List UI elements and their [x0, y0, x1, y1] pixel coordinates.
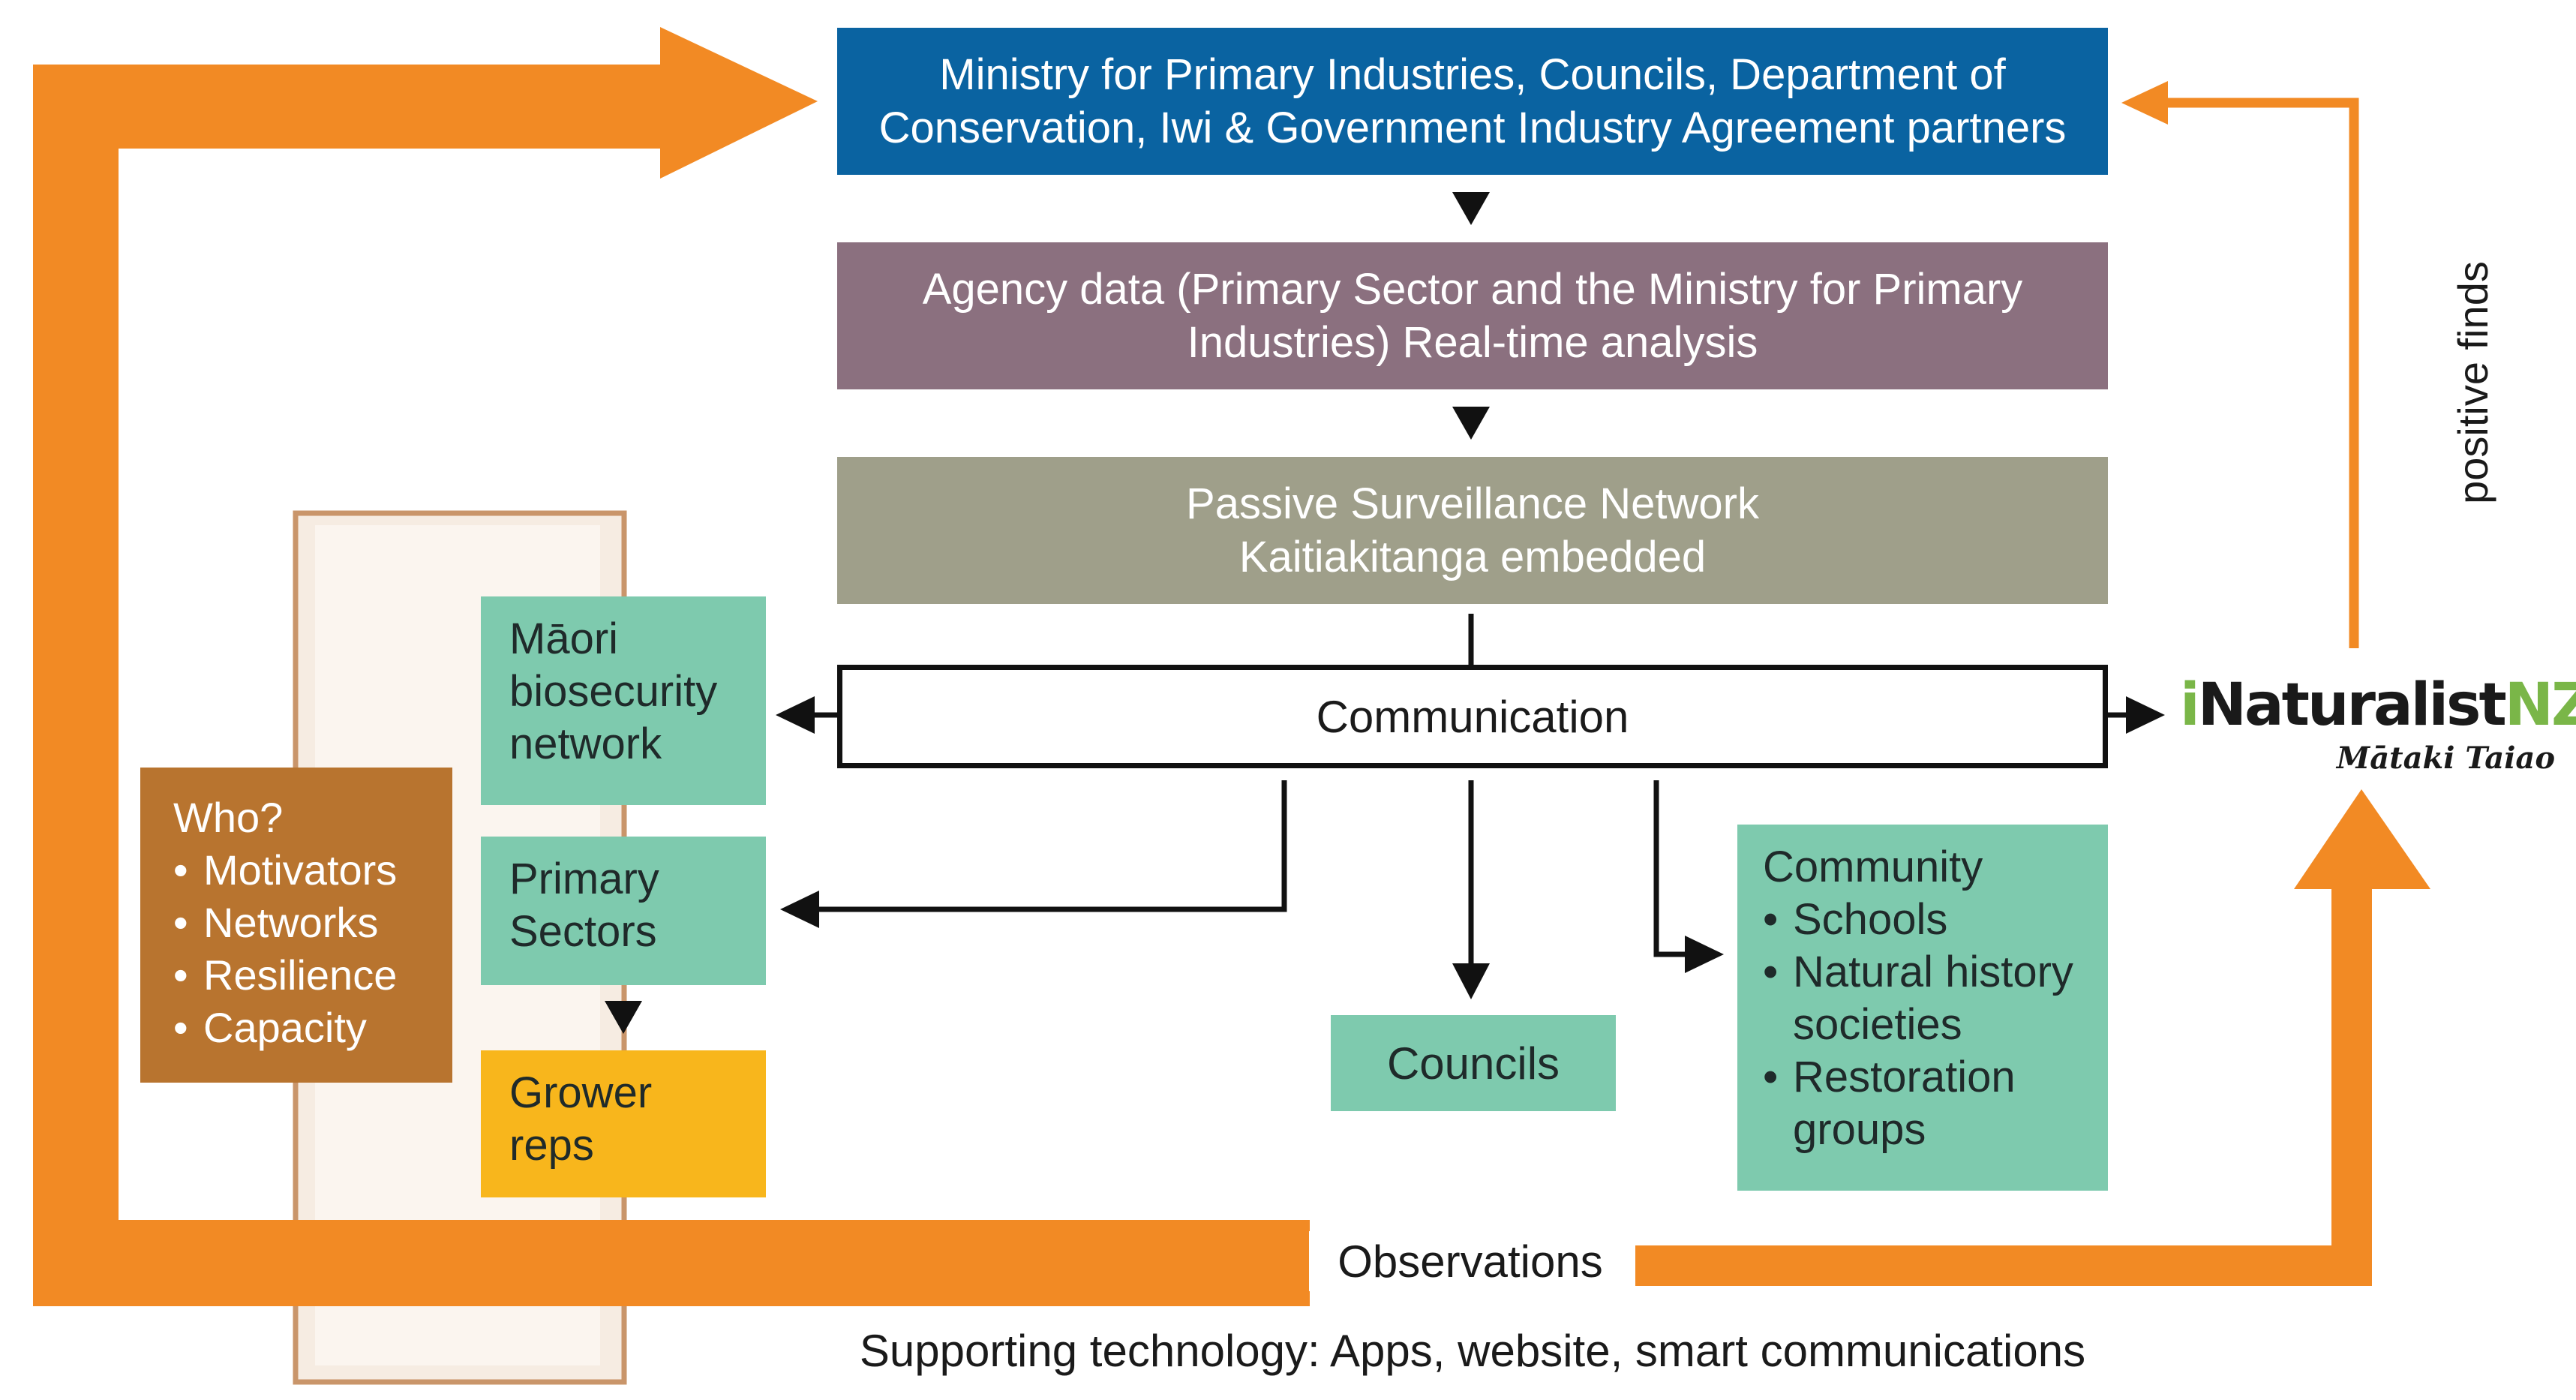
community-item-natural-history: Natural history — [1763, 946, 2073, 999]
maori-network-label: Māori biosecurity network — [509, 614, 718, 768]
community-content: Community Schools Natural history societ… — [1763, 841, 2073, 1156]
community-item-schools: Schools — [1763, 894, 2073, 946]
community-list-2: Restoration — [1763, 1051, 2073, 1104]
community-item-restoration: Restoration — [1763, 1051, 2073, 1104]
who-item-motivators: Motivators — [173, 844, 397, 897]
arrowhead-comm-to-councils — [1452, 963, 1490, 999]
community-title: Community — [1763, 843, 1983, 891]
arrowhead-comm-to-community — [1685, 936, 1724, 973]
grower-reps-label: Grower reps — [509, 1068, 653, 1170]
who-item-resilience: Resilience — [173, 949, 397, 1002]
positive-finds-label: positive finds — [2448, 261, 2496, 504]
councils-box: Councils — [1331, 1015, 1616, 1111]
who-title: Who? — [173, 794, 284, 841]
observations-arrow-right — [1635, 789, 2430, 1286]
primary-sectors-box: Primary Sectors — [481, 837, 766, 985]
communication-box: Communication — [837, 665, 2108, 768]
logo-i: i — [2180, 671, 2200, 739]
arrowhead-comm-to-primary — [780, 891, 819, 928]
line-comm-to-community — [1653, 780, 1688, 957]
who-item-networks: Networks — [173, 897, 397, 949]
agency-data-box: Agency data (Primary Sector and the Mini… — [837, 242, 2108, 389]
who-list: Motivators Networks Resilience Capacity — [173, 844, 397, 1054]
communication-label: Communication — [1316, 691, 1629, 742]
logo-subtitle: Mātaki Taiao — [2336, 741, 2555, 776]
inaturalist-wordmark: iNaturalistNZ — [2180, 671, 2576, 739]
line-comm-to-primary — [818, 780, 1287, 912]
logo-nz: NZ — [2504, 671, 2576, 739]
arrow-ministry-to-agency — [1452, 192, 1490, 225]
grower-reps-box: Grower reps — [481, 1050, 766, 1197]
logo-naturalist: Naturalist — [2197, 671, 2507, 739]
community-list: Schools Natural history — [1763, 894, 2073, 999]
community-item-restoration-cont: groups — [1793, 1105, 1926, 1154]
arrowhead-comm-to-maori — [776, 696, 815, 734]
arrowhead-comm-to-inat — [2126, 696, 2165, 734]
community-item-natural-history-cont: societies — [1793, 1000, 1962, 1049]
supporting-technology-label: Supporting technology: Apps, website, sm… — [859, 1325, 2086, 1376]
councils-label: Councils — [1386, 1038, 1560, 1089]
ministry-label: Ministry for Primary Industries, Council… — [878, 50, 2067, 152]
passive-surveillance-box: Passive Surveillance Network Kaitiakitan… — [837, 457, 2108, 604]
arrow-agency-to-passive — [1452, 407, 1490, 440]
who-item-capacity: Capacity — [173, 1002, 397, 1054]
agency-data-label: Agency data (Primary Sector and the Mini… — [922, 265, 2023, 367]
who-box: Who? Motivators Networks Resilience Capa… — [140, 768, 452, 1083]
arrow-primary-to-grower — [605, 1001, 642, 1034]
ministry-box: Ministry for Primary Industries, Council… — [837, 28, 2108, 175]
passive-surveillance-label: Passive Surveillance Network Kaitiakitan… — [1186, 479, 1759, 581]
positive-finds-arrowhead — [2121, 81, 2168, 125]
maori-biosecurity-network-box: Māori biosecurity network — [481, 596, 766, 805]
primary-sectors-label: Primary Sectors — [509, 855, 659, 956]
inaturalist-nz-logo: iNaturalistNZ Mātaki Taiao — [2180, 671, 2576, 799]
positive-finds-line — [2160, 98, 2359, 648]
community-box: Community Schools Natural history societ… — [1737, 825, 2108, 1191]
observations-label: Observations — [1309, 1231, 1632, 1291]
who-content: Who? Motivators Networks Resilience Capa… — [173, 792, 397, 1054]
